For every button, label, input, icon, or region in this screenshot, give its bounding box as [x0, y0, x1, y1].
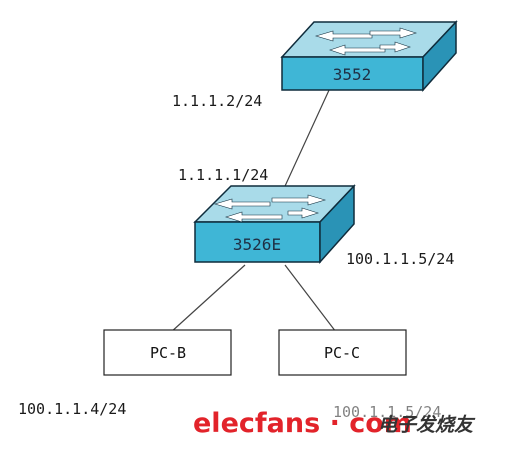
switch-3552[interactable]: 3552: [280, 20, 458, 92]
link-3526e-to-pc-b: [169, 264, 246, 334]
traffic-arrows-icon: [314, 27, 418, 56]
elecfans-watermark-logo: elecfans · com 电子发烧友: [193, 408, 476, 439]
ip-label-pc-c: 100.1.1.5/24: [333, 403, 441, 421]
watermark-com: com: [349, 408, 412, 439]
watermark-dot: ·: [330, 408, 340, 439]
pc-c-box[interactable]: PC-C: [278, 329, 407, 376]
ip-label-pc-b: 100.1.1.4/24: [18, 400, 126, 418]
link-3552-to-3526e: [279, 87, 331, 198]
ip-label-3552-port: 1.1.1.2/24: [172, 92, 262, 110]
pc-b-box[interactable]: PC-B: [103, 329, 232, 376]
watermark-cjk: 电子发烧友: [378, 414, 476, 436]
watermark-latin: elecfans · com: [193, 408, 412, 439]
ip-label-3526e-uplink: 1.1.1.1/24: [178, 166, 268, 184]
ip-label-3526e-vlan: 100.1.1.5/24: [346, 250, 454, 268]
pc-b-label: PC-B: [150, 344, 186, 362]
pc-c-label: PC-C: [324, 344, 360, 362]
switch-3526e-label: 3526E: [233, 235, 281, 254]
traffic-arrows-icon: [213, 194, 327, 223]
switch-3526e[interactable]: 3526E: [193, 184, 356, 264]
link-3526e-to-pc-c: [284, 264, 337, 333]
switch-3552-label: 3552: [333, 65, 372, 84]
watermark-latin-name: elecfans: [193, 408, 320, 439]
